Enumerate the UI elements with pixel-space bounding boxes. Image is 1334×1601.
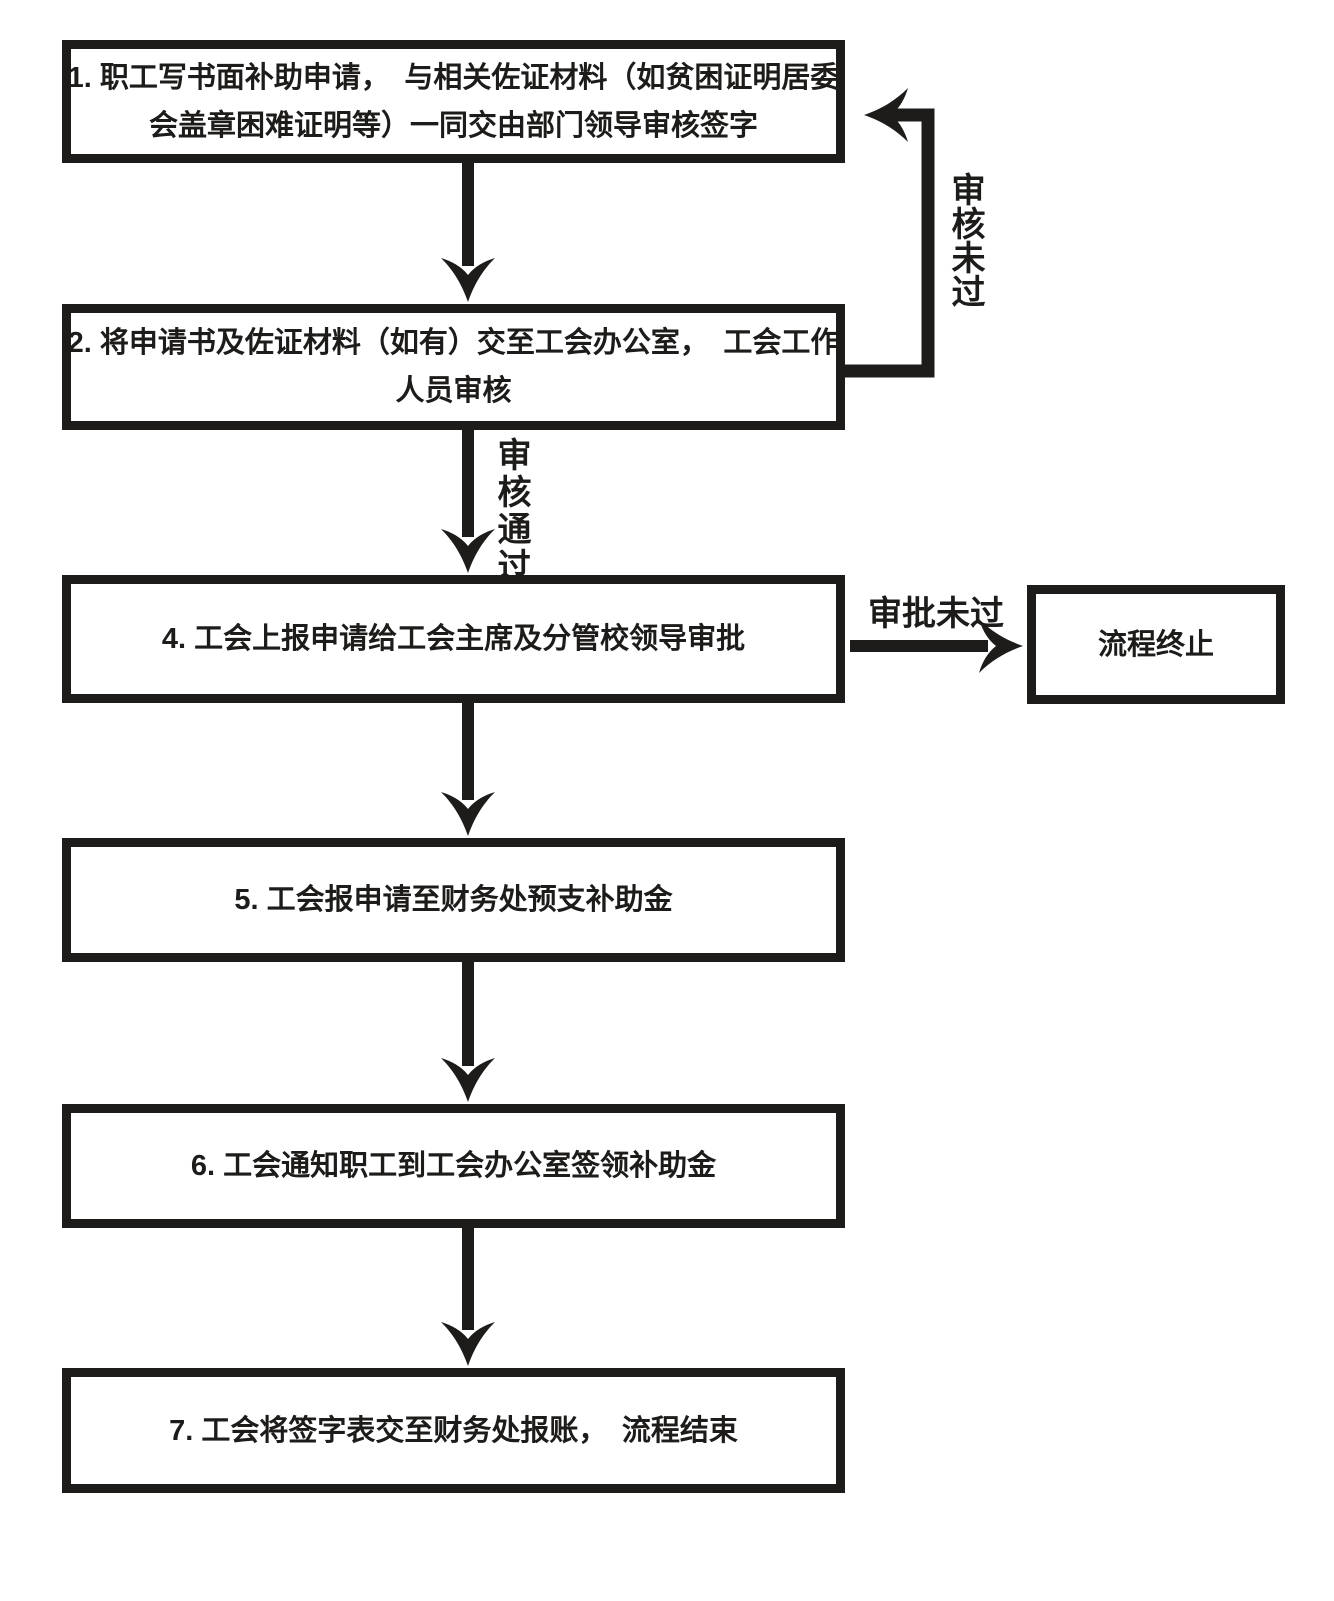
step-2-text-line1: 2. 将申请书及佐证材料（如有）交至工会办公室， 工会工作 bbox=[67, 327, 840, 359]
step-1-text-line2: 会盖章困难证明等）一同交由部门领导审核签字 bbox=[148, 109, 758, 142]
step-5-text: 5. 工会报申请至财务处预支补助金 bbox=[234, 884, 673, 916]
arrow-step1-to-step2 bbox=[441, 160, 495, 302]
approval-failed-label: 审批未过 bbox=[868, 595, 1004, 633]
step-1-text-line1: 1. 职工写书面补助申请， 与相关佐证材料（如贫困证明居委 bbox=[67, 61, 840, 94]
feedback-loop-arrow bbox=[843, 88, 935, 378]
step-6-box: 6. 工会通知职工到工会办公室签领补助金 bbox=[62, 1104, 845, 1228]
arrow-step5-to-step6 bbox=[441, 960, 495, 1102]
step-6-text: 6. 工会通知职工到工会办公室签领补助金 bbox=[190, 1150, 717, 1182]
step-4-box: 4. 工会上报申请给工会主席及分管校领导审批 bbox=[62, 575, 845, 703]
step-1-box: 1. 职工写书面补助申请， 与相关佐证材料（如贫困证明居委 会盖章困难证明等）一… bbox=[62, 40, 845, 163]
review-passed-label: 审核通过 bbox=[492, 437, 530, 585]
approval-failed-arrow bbox=[850, 619, 1023, 673]
step-2-box: 2. 将申请书及佐证材料（如有）交至工会办公室， 工会工作 人员审核 bbox=[62, 304, 845, 430]
terminate-box: 流程终止 bbox=[1027, 585, 1285, 704]
step-7-text: 7. 工会将签字表交至财务处报账， 流程结束 bbox=[169, 1414, 738, 1447]
step-2-text-line2: 人员审核 bbox=[395, 375, 512, 407]
arrow-step6-to-step7 bbox=[441, 1226, 495, 1366]
terminate-text: 流程终止 bbox=[1097, 628, 1214, 661]
step-5-box: 5. 工会报申请至财务处预支补助金 bbox=[62, 838, 845, 962]
review-failed-label: 审核未过 bbox=[946, 172, 984, 308]
arrow-step4-to-step5 bbox=[441, 700, 495, 836]
arrow-step2-to-step4 bbox=[441, 428, 495, 573]
step-4-text: 4. 工会上报申请给工会主席及分管校领导审批 bbox=[161, 623, 746, 655]
step-7-box: 7. 工会将签字表交至财务处报账， 流程结束 bbox=[62, 1368, 845, 1493]
